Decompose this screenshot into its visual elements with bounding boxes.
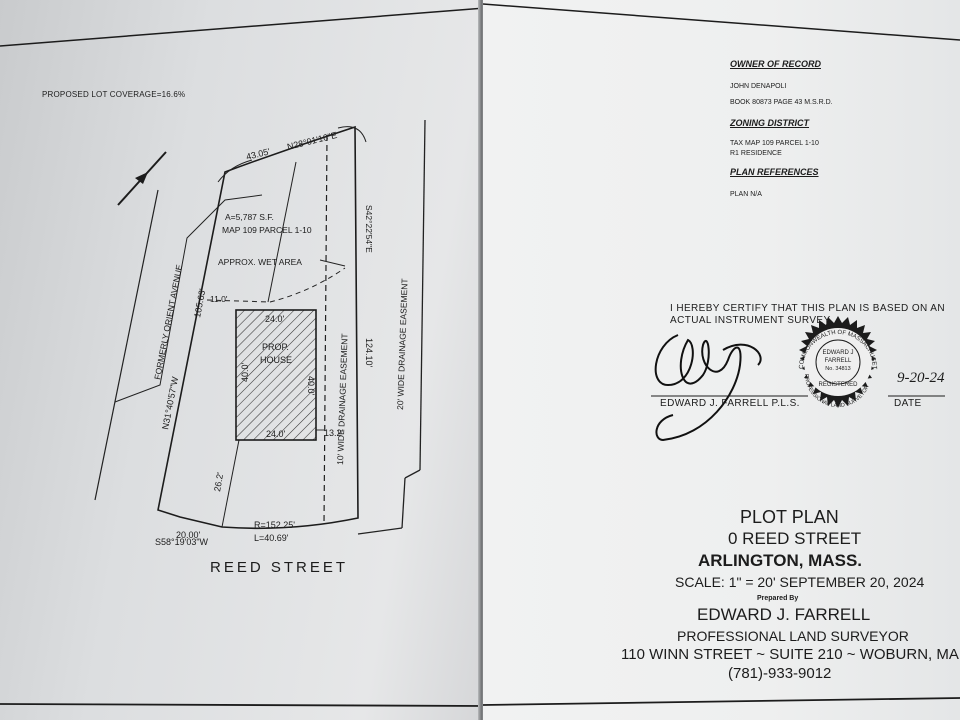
house-left-dim: 40.0' <box>240 362 250 382</box>
surveyor-name: EDWARD J. FARRELL <box>697 605 871 624</box>
page-fold <box>478 0 486 720</box>
interior-line <box>267 161 297 303</box>
zoning-heading: ZONING DISTRICT <box>730 118 809 128</box>
references-line1: PLAN N/A <box>730 191 762 198</box>
surveyor-phone: (781)-933-9012 <box>728 665 832 682</box>
surveyor-seal: COMMONWEALTH OF MASSACHUSETTS PROFESSION… <box>783 314 877 409</box>
seal-registered: REGISTERED <box>818 382 858 388</box>
zoning-line1: TAX MAP 109 PARCEL 1-10 <box>730 140 819 147</box>
setback-left-label: 11.0' <box>210 294 228 304</box>
street-name: REED STREET <box>210 559 348 576</box>
lot-boundary <box>157 125 359 530</box>
front-setback-label: 26.2' <box>212 471 225 492</box>
easement-20-line <box>419 119 426 471</box>
north-bearing-label: N28°01'16"E <box>286 130 338 152</box>
map-parcel-label: MAP 109 PARCEL 1-10 <box>222 225 312 235</box>
abutter-line <box>114 194 263 403</box>
front-setback-line <box>221 439 240 528</box>
date-value: 9-20-24 <box>897 370 945 386</box>
house-label-1: PROP. <box>262 342 289 352</box>
plan-title: PLOT PLAN <box>740 507 839 527</box>
orient-avenue-label: FORMERLY ORIENT AVENUE <box>152 263 184 380</box>
orient-avenue-line <box>94 189 159 501</box>
dimension-arc-corner <box>337 126 367 143</box>
left-sheet: PROPOSED LOT COVERAGE=16.6% <box>0 0 485 720</box>
seal-number: No. 34813 <box>825 366 850 372</box>
signature <box>654 334 762 442</box>
house-top-dim: 24.0' <box>265 314 285 324</box>
plan-city: ARLINGTON, MASS. <box>698 551 863 570</box>
easement-10-line <box>323 134 328 526</box>
surveyor-address: 110 WINN STREET ~ SUITE 210 ~ WOBURN, MA <box>621 646 959 663</box>
right-distance-label: 124.10' <box>364 338 374 368</box>
front-bearing-label: S58°19'03"W <box>155 537 209 547</box>
wet-area-label: APPROX. WET AREA <box>218 257 302 267</box>
easement-20-label: 20' WIDE DRAINAGE EASEMENT <box>395 278 410 410</box>
plot-drawing: 43.05' N28°01'16"E A=5,787 S.F. MAP 109 … <box>0 7 485 707</box>
left-bearing-label: N31°40'57"W <box>160 375 180 430</box>
plan-address: 0 REED STREET <box>728 529 862 548</box>
house-right-dim: 40.0' <box>306 376 316 396</box>
dimension-arc-top <box>217 159 253 183</box>
house-bottom-dim: 24.0' <box>266 429 286 439</box>
right-bearing-label: S42°22'54"E <box>364 205 374 253</box>
plan-scale-date: SCALE: 1" = 20' SEPTEMBER 20, 2024 <box>675 574 925 590</box>
north-arrow-icon <box>117 151 167 206</box>
right-sheet-borders <box>483 3 960 706</box>
house-label-2: HOUSE <box>260 355 292 365</box>
wet-area-line <box>206 267 346 303</box>
surveyor-profession: PROFESSIONAL LAND SURVEYOR <box>677 628 909 644</box>
certification-line2: ACTUAL INSTRUMENT SURVEY. <box>670 315 833 326</box>
lot-coverage-note: PROPOSED LOT COVERAGE=16.6% <box>42 90 186 99</box>
signer-name: EDWARD J. FARRELL P.L.S. <box>660 398 800 409</box>
zoning-line2: R1 RESIDENCE <box>730 150 782 157</box>
seal-name2: FARRELL <box>825 358 852 364</box>
lot-area-label: A=5,787 S.F. <box>225 212 274 222</box>
left-distance-label: 105.63' <box>192 287 207 318</box>
right-sheet: OWNER OF RECORD JOHN DENAPOLI BOOK 80873… <box>483 0 960 720</box>
owner-name: JOHN DENAPOLI <box>730 83 787 90</box>
front-distance-label: 20.00' <box>176 530 201 540</box>
certification-line1: I HEREBY CERTIFY THAT THIS PLAN IS BASED… <box>670 303 945 314</box>
setback-right-label: 13.2' <box>324 428 344 438</box>
owner-book: BOOK 80873 PAGE 43 M.S.R.D. <box>730 99 833 106</box>
proposed-house <box>235 309 317 441</box>
seal-name1: EDWARD J <box>822 350 853 356</box>
signature-line <box>651 395 945 397</box>
owner-heading: OWNER OF RECORD <box>730 59 821 69</box>
references-heading: PLAN REFERENCES <box>730 167 819 177</box>
radius-label: R=152.25' <box>254 520 295 530</box>
sheet-border-bottom <box>0 703 485 707</box>
sheet-border-top <box>0 7 485 47</box>
easement-10-label: 10' WIDE DRAINAGE EASEMENT <box>335 333 350 465</box>
date-label: DATE <box>894 398 922 409</box>
arc-length-label: L=40.69' <box>254 533 289 543</box>
prepared-by: Prepared By <box>757 595 799 602</box>
